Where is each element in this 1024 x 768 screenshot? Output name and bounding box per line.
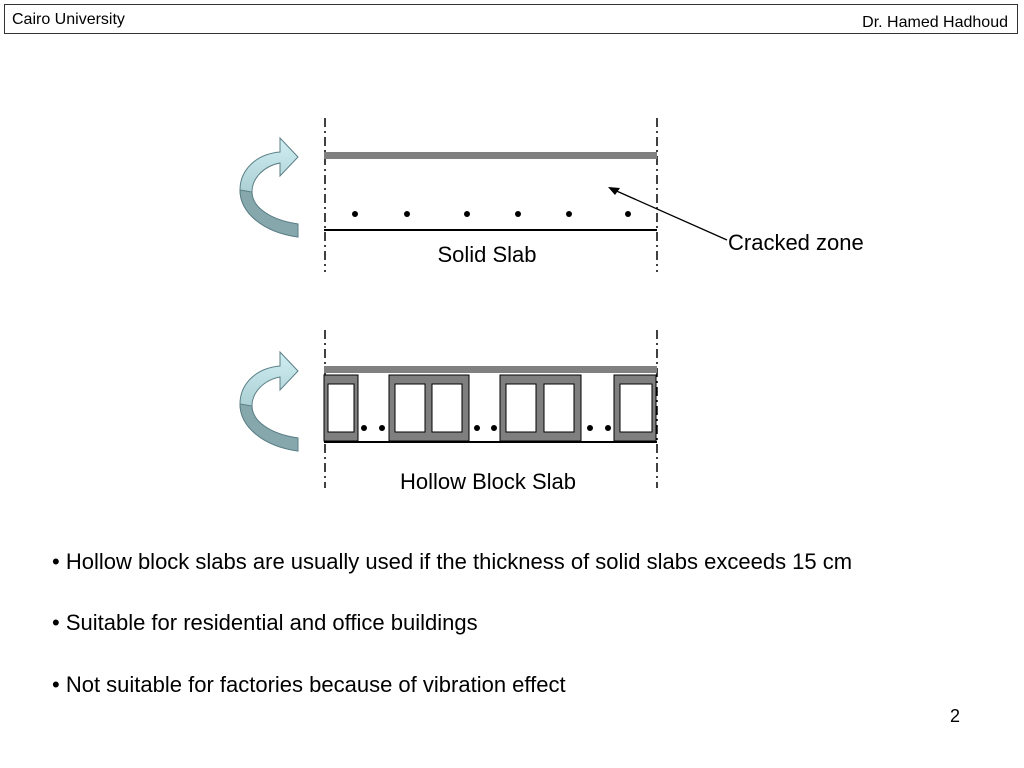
bullet-item-1: • Hollow block slabs are usually used if… [52, 549, 853, 574]
bullet-item-3: • Not suitable for factories because of … [52, 672, 566, 697]
solid-slab [239, 118, 728, 272]
moment-arrow-icon [239, 350, 299, 452]
solid-slab-top-layer [324, 152, 657, 159]
hollow-block-slab [239, 330, 658, 488]
slide-header: Cairo University Dr. Hamed Hadhoud [4, 4, 1018, 34]
hollow-slab-top-layer [324, 366, 657, 373]
rib-rebar-dots [361, 425, 611, 431]
arrow-head-icon [608, 187, 620, 195]
cracked-zone-label: Cracked zone [728, 230, 864, 255]
rebar-dots [352, 211, 631, 217]
bullet-item-2: • Suitable for residential and office bu… [52, 610, 478, 635]
hollow-blocks [323, 374, 657, 442]
solid-slab-label: Solid Slab [437, 242, 536, 267]
page-number: 2 [950, 706, 961, 726]
university-name: Cairo University [12, 11, 125, 28]
author-name: Dr. Hamed Hadhoud [862, 14, 1008, 31]
hollow-block-slab-label: Hollow Block Slab [400, 469, 576, 494]
cracked-zone-pointer [611, 188, 728, 241]
moment-arrow-icon [239, 136, 299, 238]
